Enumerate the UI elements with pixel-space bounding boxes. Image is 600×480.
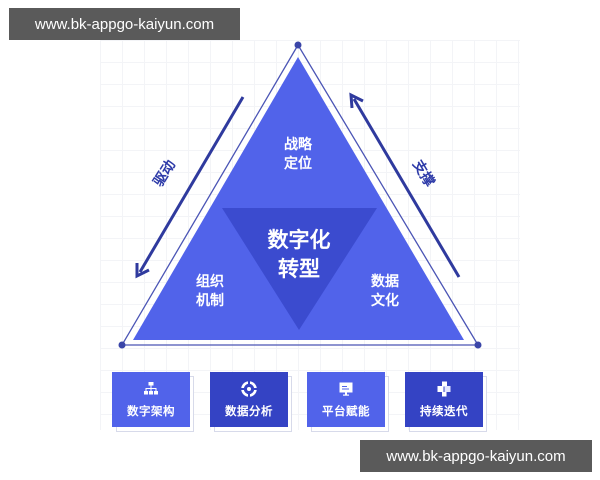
target-icon bbox=[241, 380, 257, 397]
apex-dot bbox=[294, 41, 302, 49]
watermark-top: www.bk-appgo-kaiyun.com bbox=[9, 8, 240, 40]
label-organization-mechanism: 组织 机制 bbox=[196, 274, 224, 309]
outer-triangle-outline bbox=[120, 43, 480, 346]
label-data-culture: 数据 文化 bbox=[371, 274, 399, 309]
org-chart-icon bbox=[144, 381, 158, 394]
drive-arrow bbox=[135, 96, 245, 279]
box-continuous-iteration: 持续迭代 bbox=[405, 372, 487, 432]
box-label: 数字架构 bbox=[127, 403, 175, 418]
blocks-icon bbox=[437, 381, 451, 396]
watermark-bottom: www.bk-appgo-kaiyun.com bbox=[360, 440, 592, 472]
box-label: 持续迭代 bbox=[420, 403, 468, 418]
box-label: 数据分析 bbox=[225, 403, 273, 418]
support-arrow bbox=[349, 92, 461, 278]
box-digital-architecture: 数字架构 bbox=[112, 372, 194, 432]
bottom-right-dot bbox=[474, 341, 482, 349]
box-body: 平台赋能 bbox=[307, 372, 385, 427]
label-digital-transformation: 数字化 转型 bbox=[267, 228, 331, 282]
inner-inverted-triangle bbox=[222, 208, 377, 330]
box-data-analysis: 数据分析 bbox=[210, 372, 292, 432]
box-platform-empowerment: 平台赋能 bbox=[307, 372, 389, 432]
box-body: 持续迭代 bbox=[405, 372, 483, 427]
box-body: 数字架构 bbox=[112, 372, 190, 427]
box-body: 数据分析 bbox=[210, 372, 288, 427]
bottom-left-dot bbox=[118, 341, 126, 349]
main-triangle bbox=[133, 57, 464, 340]
label-strategic-positioning: 战略 定位 bbox=[284, 137, 312, 172]
monitor-icon bbox=[339, 382, 353, 396]
box-label: 平台赋能 bbox=[322, 403, 370, 418]
